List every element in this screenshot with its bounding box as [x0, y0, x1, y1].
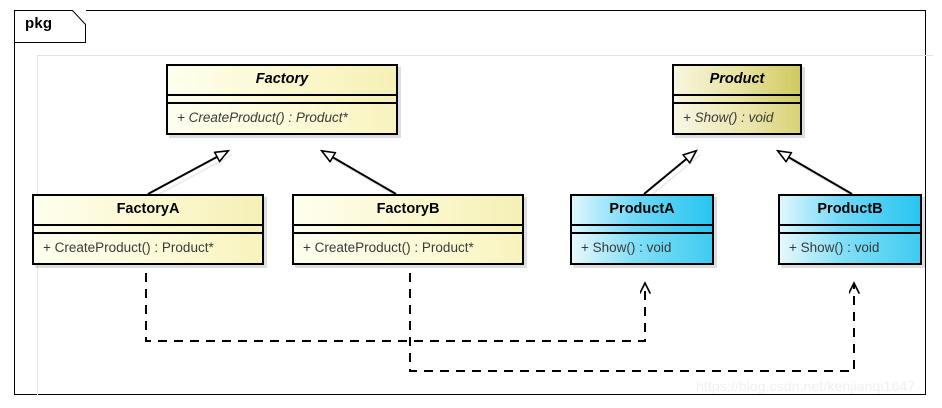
class-attributes-compartment	[572, 225, 712, 232]
class-separator	[168, 93, 396, 96]
class-operations-product: + Show() : void	[674, 103, 800, 133]
dependency-factorya-producta	[145, 273, 645, 342]
package-tab	[14, 10, 86, 43]
class-separator	[674, 93, 800, 96]
class-box-product[interactable]: Product + Show() : void	[672, 64, 802, 135]
class-box-factory[interactable]: Factory + CreateProduct() : Product*	[166, 64, 398, 135]
class-separator	[780, 231, 920, 234]
class-separator	[294, 231, 522, 234]
class-box-factory-b[interactable]: FactoryB + CreateProduct() : Product*	[292, 194, 524, 265]
class-box-product-b[interactable]: ProductB + Show() : void	[778, 194, 922, 265]
class-separator	[168, 101, 396, 104]
class-box-factory-a[interactable]: FactoryA + CreateProduct() : Product*	[32, 194, 264, 265]
class-box-product-a[interactable]: ProductA + Show() : void	[570, 194, 714, 265]
package-tab-shape	[14, 10, 86, 43]
generalization-producta-product	[643, 151, 696, 195]
class-attributes-compartment	[168, 95, 396, 102]
class-attributes-compartment	[674, 95, 800, 102]
class-name-factory: Factory	[168, 66, 396, 94]
class-name-product-b: ProductB	[780, 196, 920, 224]
class-attributes-compartment	[780, 225, 920, 232]
package-label: pkg	[25, 15, 53, 32]
class-separator	[294, 223, 522, 226]
class-operations-factory-a: + CreateProduct() : Product*	[34, 233, 262, 263]
class-separator	[780, 223, 920, 226]
class-attributes-compartment	[294, 225, 522, 232]
class-separator	[34, 231, 262, 234]
class-separator	[34, 223, 262, 226]
watermark: https://blog.csdn.net/kenjianqi1647	[696, 378, 916, 394]
class-operations-factory-b: + CreateProduct() : Product*	[294, 233, 522, 263]
class-name-product: Product	[674, 66, 800, 94]
class-attributes-compartment	[34, 225, 262, 232]
class-name-factory-b: FactoryB	[294, 196, 522, 224]
class-operations-product-a: + Show() : void	[572, 233, 712, 263]
class-operations-product-b: + Show() : void	[780, 233, 920, 263]
class-operations-factory: + CreateProduct() : Product*	[168, 103, 396, 133]
class-separator	[572, 223, 712, 226]
dependency-factoryb-productb	[409, 273, 854, 372]
generalization-productb-product	[778, 151, 853, 195]
generalization-factoryb-factory	[322, 151, 397, 195]
class-separator	[572, 231, 712, 234]
class-name-factory-a: FactoryA	[34, 196, 262, 224]
class-name-product-a: ProductA	[572, 196, 712, 224]
generalization-factorya-factory	[147, 151, 228, 195]
class-separator	[674, 101, 800, 104]
